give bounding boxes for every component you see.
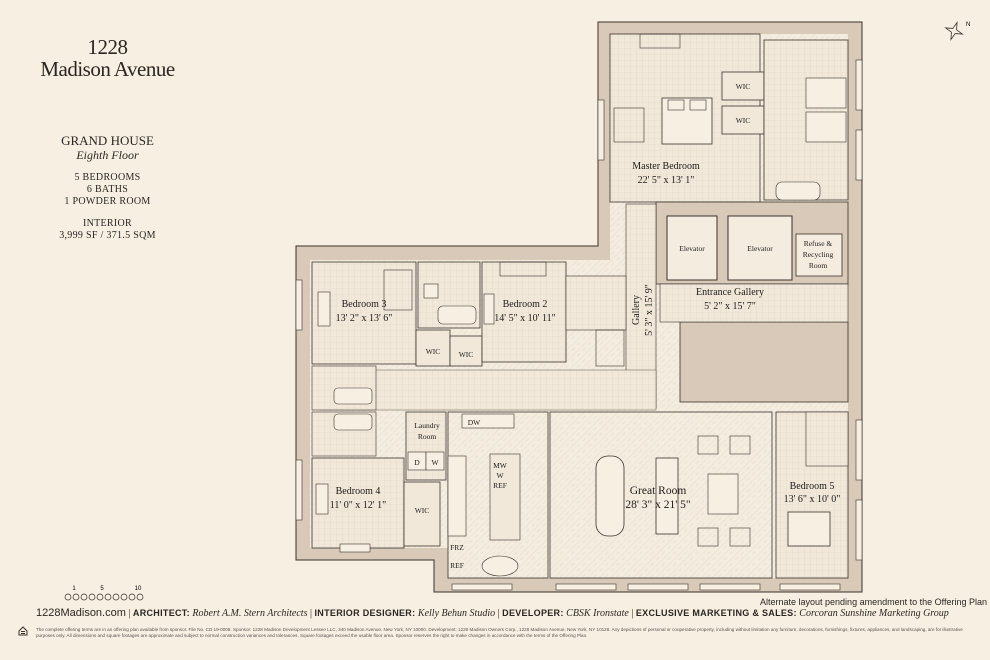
website-link[interactable]: 1228Madison.com [36, 607, 126, 619]
refuse-label-2: Recycling [803, 250, 834, 259]
washer-label: W [431, 458, 439, 467]
north-compass-icon: N [944, 21, 970, 41]
scale-bar: 1 5 10 [64, 586, 144, 601]
bedroom-5-label: Bedroom 5 [790, 481, 835, 492]
scale-tick-10: 10 [135, 586, 142, 592]
master-suite [609, 33, 849, 203]
frz-label: FRZ [450, 543, 464, 552]
elevator-label-2: Elevator [747, 244, 773, 253]
bedroom-5-dim: 13' 6" x 10' 0" [784, 494, 841, 505]
gallery-label: Gallery [631, 295, 642, 325]
wic-label-1: WIC [736, 82, 751, 91]
bedroom-3-label: Bedroom 3 [342, 299, 387, 310]
equal-housing-icon [18, 626, 28, 636]
room-labels: Master Bedroom 22' 5" x 13' 1" WIC WIC E… [330, 82, 841, 570]
kitchen [447, 411, 549, 579]
brand-line-2: Madison Avenue [40, 57, 175, 81]
bedroom-4-label: Bedroom 4 [336, 486, 381, 497]
compass-label: N [966, 22, 970, 28]
laundry-label-2: Room [418, 432, 437, 441]
bedroom-4-dim: 11' 0" x 12' 1" [330, 500, 386, 511]
elevator-label-1: Elevator [679, 244, 705, 253]
developer-value: CBSK Ironstate [566, 608, 629, 619]
bedroom-4 [311, 457, 441, 553]
great-room-label: Great Room [630, 485, 687, 497]
laundry-label-1: Laundry [414, 421, 440, 430]
master-bedroom-dim: 22' 5" x 13' 1" [638, 175, 695, 186]
bedroom-3 [311, 261, 483, 367]
great-room-dim: 28' 3" x 21' 5" [625, 499, 690, 511]
legal-disclaimer: The complete offering terms are in an of… [36, 627, 963, 638]
ref-label-2: REF [450, 561, 464, 570]
architect-key: ARCHITECT: [132, 608, 190, 618]
wic-label-2: WIC [736, 116, 751, 125]
refuse-label-1: Refuse & [804, 239, 833, 248]
interior-value: 3,999 SF / 371.5 SQM [59, 230, 156, 241]
building-core [655, 201, 849, 403]
interior-label: INTERIOR [82, 218, 133, 229]
wic-label-3: WIC [426, 347, 441, 356]
bath-2-3 [417, 261, 481, 329]
great-room [549, 411, 773, 579]
architect-value: Robert A.M. Stern Architects [192, 608, 308, 619]
mw-label: MW [493, 461, 508, 470]
bedroom-3-dim: 13' 2" x 13' 6" [336, 313, 393, 324]
scale-tick-1: 1 [72, 586, 76, 592]
left-baths [311, 365, 377, 457]
bedroom-2-dim: 14' 5" x 10' 11" [494, 313, 555, 324]
bedroom-5 [775, 411, 849, 579]
designer-key: INTERIOR DESIGNER: [314, 608, 416, 618]
unit-floor: Eighth Floor [76, 148, 139, 162]
wine-label: W [496, 471, 504, 480]
unit-info: GRAND HOUSE Eighth Floor 5 BEDROOMS 6 BA… [20, 133, 195, 242]
unit-bedrooms: 5 BEDROOMS [74, 172, 141, 183]
refuse-label-3: Room [809, 261, 828, 270]
windows [295, 59, 863, 591]
bedroom-2-label: Bedroom 2 [503, 299, 548, 310]
wic-label-4: WIC [459, 350, 474, 359]
alternate-layout-note: Alternate layout pending amendment to th… [760, 597, 987, 607]
marketing-value: Corcoran Sunshine Marketing Group [799, 608, 949, 619]
unit-baths: 6 BATHS [86, 184, 129, 195]
marketing-key: EXCLUSIVE MARKETING & SALES: [635, 608, 797, 618]
unit-powder: 1 POWDER ROOM [64, 196, 151, 207]
entrance-gallery-label: Entrance Gallery [696, 287, 764, 298]
unit-title: GRAND HOUSE [61, 133, 154, 148]
credits-footer: 1228Madison.com | ARCHITECT: Robert A.M.… [36, 607, 949, 619]
dw-label: DW [468, 418, 481, 427]
brand-line-1: 1228 [87, 35, 129, 59]
laundry-room [405, 411, 447, 481]
developer-key: DEVELOPER: [502, 608, 564, 618]
ref-label: REF [493, 481, 507, 490]
brand-title: 1228 Madison Avenue [20, 36, 195, 80]
entrance-gallery-dim: 5' 2" x 15' 7" [704, 301, 756, 312]
bedroom-2 [481, 261, 627, 367]
scale-tick-5: 5 [100, 586, 104, 592]
gallery-dim: 5' 3" x 15' 9" [644, 284, 655, 336]
dryer-label: D [414, 458, 420, 467]
wic-label-5: WIC [415, 506, 430, 515]
designer-value: Kelly Behun Studio [417, 608, 496, 619]
master-bedroom-label: Master Bedroom [632, 161, 700, 172]
